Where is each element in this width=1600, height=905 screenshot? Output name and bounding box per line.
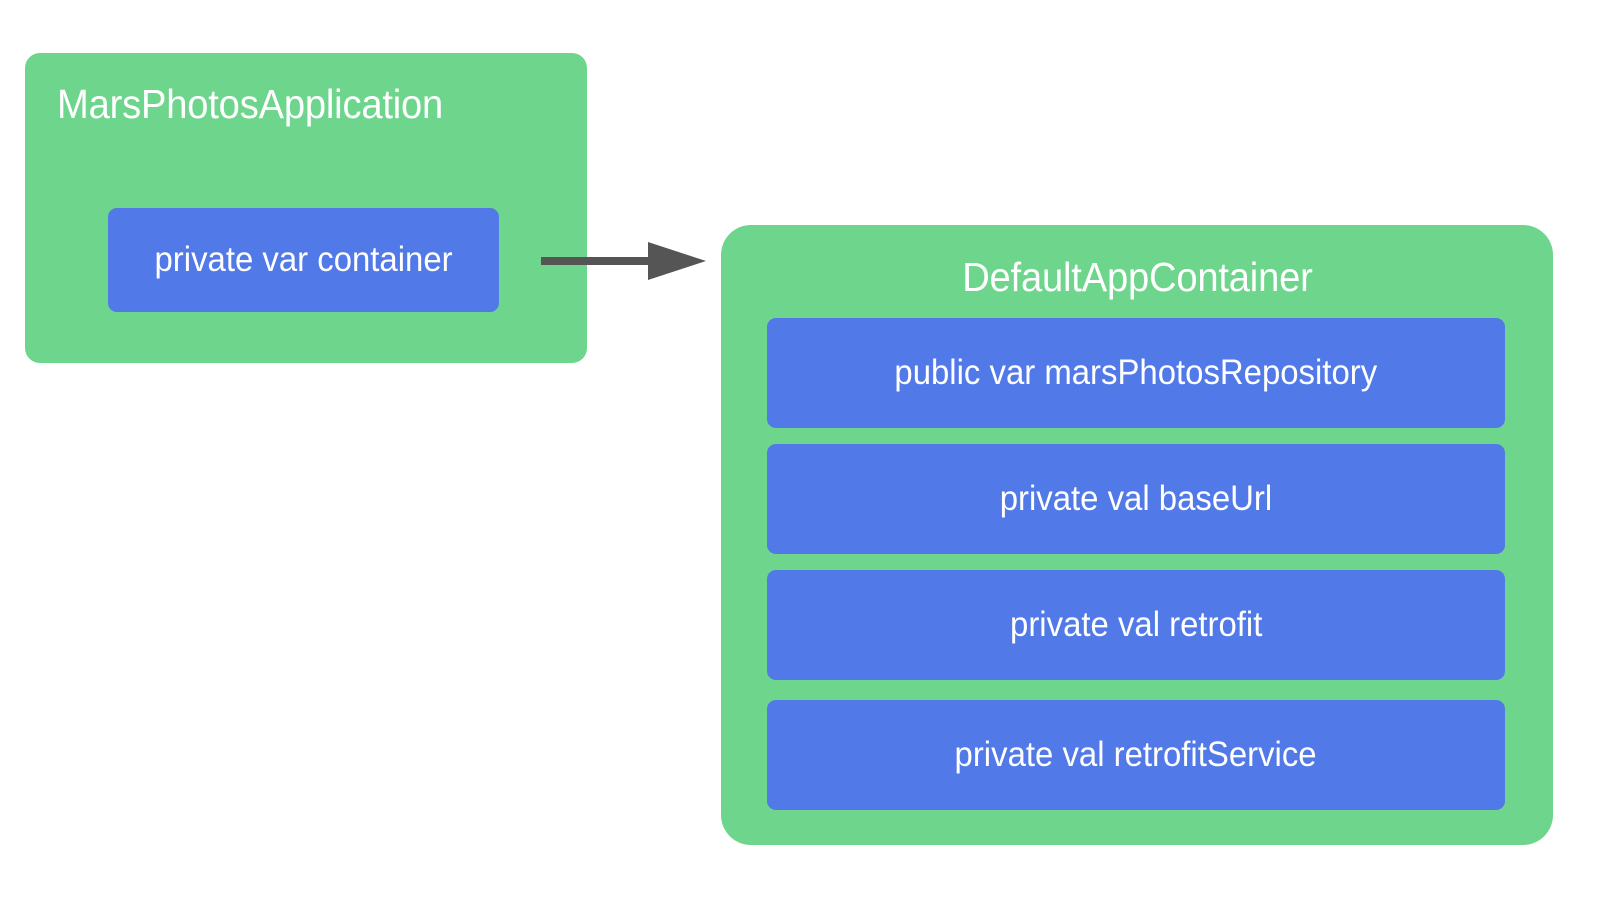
class-title-mars-photos-application: MarsPhotosApplication: [57, 81, 444, 127]
property-chip-base-url-label: private val baseUrl: [999, 479, 1273, 518]
property-chip-retrofit[interactable]: private val retrofit: [767, 570, 1505, 680]
property-chip-retrofit-service-label: private val retrofitService: [954, 735, 1318, 774]
arrow-head: [648, 242, 706, 280]
class-title-default-app-container: DefaultAppContainer: [721, 254, 1553, 301]
property-chip-retrofit-label: private val retrofit: [1009, 605, 1263, 644]
class-box-mars-photos-application[interactable]: MarsPhotosApplication private var contai…: [25, 53, 587, 363]
class-title-default-app-container-text: DefaultAppContainer: [961, 254, 1313, 300]
property-chip-mars-photos-repository-label: public var marsPhotosRepository: [894, 353, 1378, 392]
class-box-default-app-container[interactable]: DefaultAppContainer public var marsPhoto…: [721, 225, 1553, 845]
property-chip-container-label: private var container: [154, 240, 453, 279]
property-chip-mars-photos-repository[interactable]: public var marsPhotosRepository: [767, 318, 1505, 428]
property-chip-retrofit-service[interactable]: private val retrofitService: [767, 700, 1505, 810]
property-chip-container[interactable]: private var container: [108, 208, 499, 312]
property-chip-base-url[interactable]: private val baseUrl: [767, 444, 1505, 554]
